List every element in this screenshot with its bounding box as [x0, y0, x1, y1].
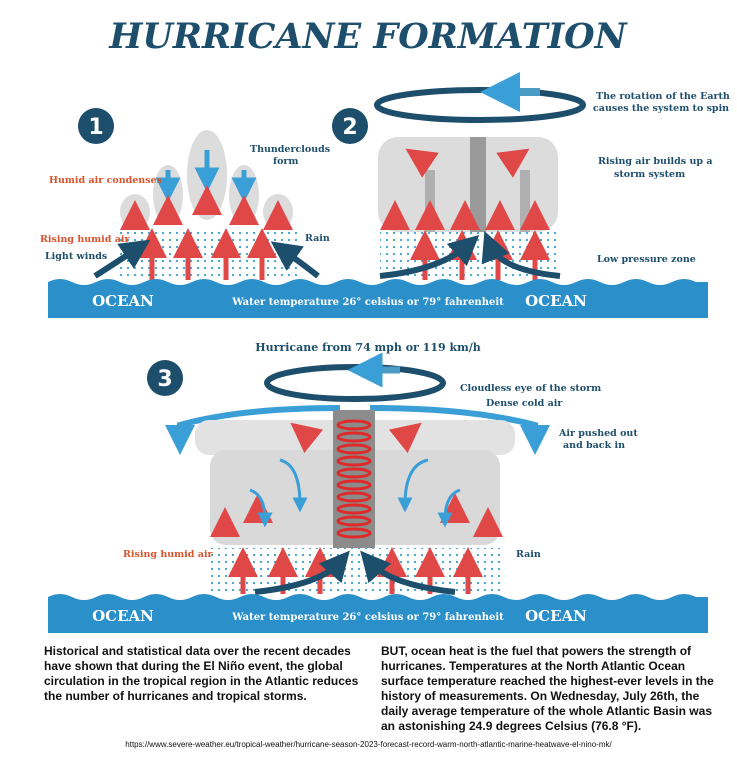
- storm-clouds: [378, 137, 558, 232]
- label-humid-air-condenses: Humid air condenses: [49, 175, 162, 186]
- ocean-label-left: OCEAN: [92, 292, 154, 310]
- label-rising-humid-air: Rising humid air: [40, 234, 131, 245]
- label-rotation-2: causes the system to spin: [593, 103, 729, 114]
- step-number: 1: [88, 115, 103, 140]
- step-badge: [147, 360, 183, 396]
- panel-2: 2 The rotation of the Earth causes the s…: [332, 72, 730, 280]
- text-el-nino: Historical and statistical data over the…: [44, 644, 359, 703]
- label-light-winds: Light winds: [45, 251, 107, 262]
- label-thunderclouds: Thunderclouds: [250, 144, 330, 155]
- label-rain: Rain: [305, 233, 330, 244]
- step-badge: [78, 108, 114, 144]
- ocean-label-right: OCEAN: [525, 607, 587, 625]
- label-air-pushed: Air pushed out: [558, 428, 638, 439]
- label-rain: Rain: [516, 549, 541, 560]
- label-air-pushed-2: and back in: [563, 440, 625, 451]
- ocean-bottom: OCEAN Water temperature 26° celsius or 7…: [48, 594, 708, 633]
- text-ocean-heat: BUT, ocean heat is the fuel that powers …: [381, 644, 714, 733]
- ocean-top: OCEAN Water temperature 26° celsius or 7…: [48, 279, 708, 318]
- hurricane-heading: Hurricane from 74 mph or 119 km/h: [255, 341, 480, 354]
- water-temperature: Water temperature 26° celsius or 79° fah…: [231, 612, 504, 623]
- water-temperature: Water temperature 26° celsius or 79° fah…: [231, 297, 504, 308]
- step-number: 2: [342, 115, 357, 140]
- panel-1: 1 Humid air condenses Thunderclouds form…: [40, 108, 330, 280]
- label-rising-air-2: storm system: [614, 169, 685, 180]
- label-rising-air: Rising air builds up a: [598, 156, 712, 167]
- ocean-label-left: OCEAN: [92, 607, 154, 625]
- rain-dots: [118, 232, 298, 277]
- label-thunderclouds-2: form: [273, 156, 298, 167]
- source-url[interactable]: https://www.severe-weather.eu/tropical-w…: [125, 740, 612, 749]
- rain-dots: [210, 548, 500, 591]
- eye-spiral: [336, 419, 372, 539]
- step-badge: [332, 108, 368, 144]
- eye-column: [333, 410, 375, 548]
- outflow-arrow-left: [165, 405, 341, 455]
- step-number: 3: [157, 367, 172, 392]
- panel-3: Hurricane from 74 mph or 119 km/h 3 Clou…: [123, 341, 638, 595]
- page-title: HURRICANE FORMATION: [108, 16, 628, 57]
- rotation-arrow: [264, 364, 446, 402]
- outflow-arrow-right: [369, 405, 550, 455]
- label-cloudless-eye: Cloudless eye of the storm: [460, 383, 601, 394]
- rotation-arrow: [374, 87, 586, 123]
- label-rising-humid-air: Rising humid air: [123, 549, 214, 560]
- label-dense-cold-air: Dense cold air: [486, 398, 563, 409]
- label-rotation: The rotation of the Earth: [596, 91, 730, 102]
- label-low-pressure: Low pressure zone: [597, 254, 696, 265]
- ocean-label-right: OCEAN: [525, 292, 587, 310]
